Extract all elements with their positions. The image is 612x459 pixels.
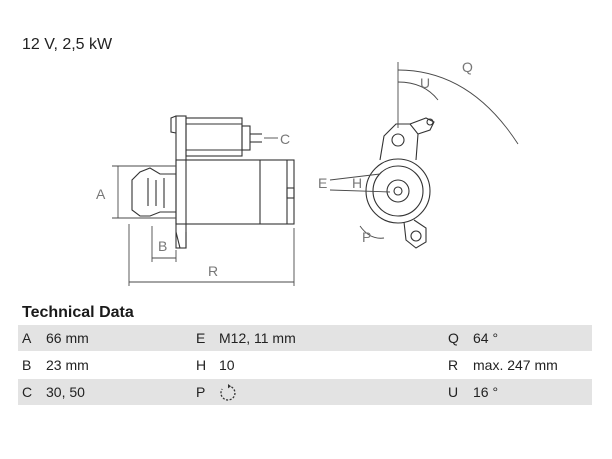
table-row: B 23 mm H 10 R max. 247 mm bbox=[18, 352, 592, 378]
spec-key: C bbox=[22, 384, 33, 400]
table-row: A 66 mm E M12, 11 mm Q 64 ° bbox=[18, 325, 592, 351]
spec-value: M12, 11 mm bbox=[219, 330, 296, 346]
upper-mount-ear bbox=[379, 123, 419, 161]
spec-value bbox=[219, 379, 237, 405]
motor-body bbox=[175, 159, 295, 225]
technical-data-title: Technical Data bbox=[22, 304, 134, 321]
end-view-housing bbox=[365, 158, 431, 224]
spec-value: 64 ° bbox=[473, 330, 499, 346]
spec-key: E bbox=[196, 330, 206, 346]
label-r: R bbox=[208, 263, 218, 279]
label-u: U bbox=[420, 75, 430, 91]
mounting-flange bbox=[175, 115, 187, 249]
label-a: A bbox=[96, 186, 106, 202]
table-row: C 30, 50 P U 16 ° bbox=[18, 379, 592, 405]
spec-key: P bbox=[196, 384, 206, 400]
spec-key: R bbox=[448, 357, 459, 373]
product-spec: 12 V, 2,5 kW bbox=[22, 36, 113, 53]
pinion-drive bbox=[131, 167, 176, 217]
label-p: P bbox=[362, 229, 371, 245]
spec-value: 23 mm bbox=[46, 357, 89, 373]
spec-key: A bbox=[22, 330, 32, 346]
spec-value: 10 bbox=[219, 357, 235, 373]
spec-key: B bbox=[22, 357, 32, 373]
spec-key: U bbox=[448, 384, 459, 400]
spec-key: Q bbox=[448, 330, 459, 346]
label-c: C bbox=[280, 131, 290, 147]
spec-value: 30, 50 bbox=[46, 384, 85, 400]
label-b: B bbox=[158, 238, 167, 254]
lower-mount-ear bbox=[403, 219, 427, 249]
label-q: Q bbox=[462, 59, 473, 75]
technical-data-table: A 66 mm E M12, 11 mm Q 64 ° B 23 mm H 10… bbox=[18, 325, 592, 406]
spec-key: H bbox=[196, 357, 207, 373]
label-e: E bbox=[318, 175, 327, 191]
starter-motor-drawing: A B C R E H P Q U bbox=[96, 59, 519, 286]
spec-value: 16 ° bbox=[473, 384, 499, 400]
clockwise-rotation-icon bbox=[220, 384, 236, 401]
spec-value: max. 247 mm bbox=[473, 357, 558, 373]
spec-value: 66 mm bbox=[46, 330, 89, 346]
label-h: H bbox=[352, 175, 362, 191]
